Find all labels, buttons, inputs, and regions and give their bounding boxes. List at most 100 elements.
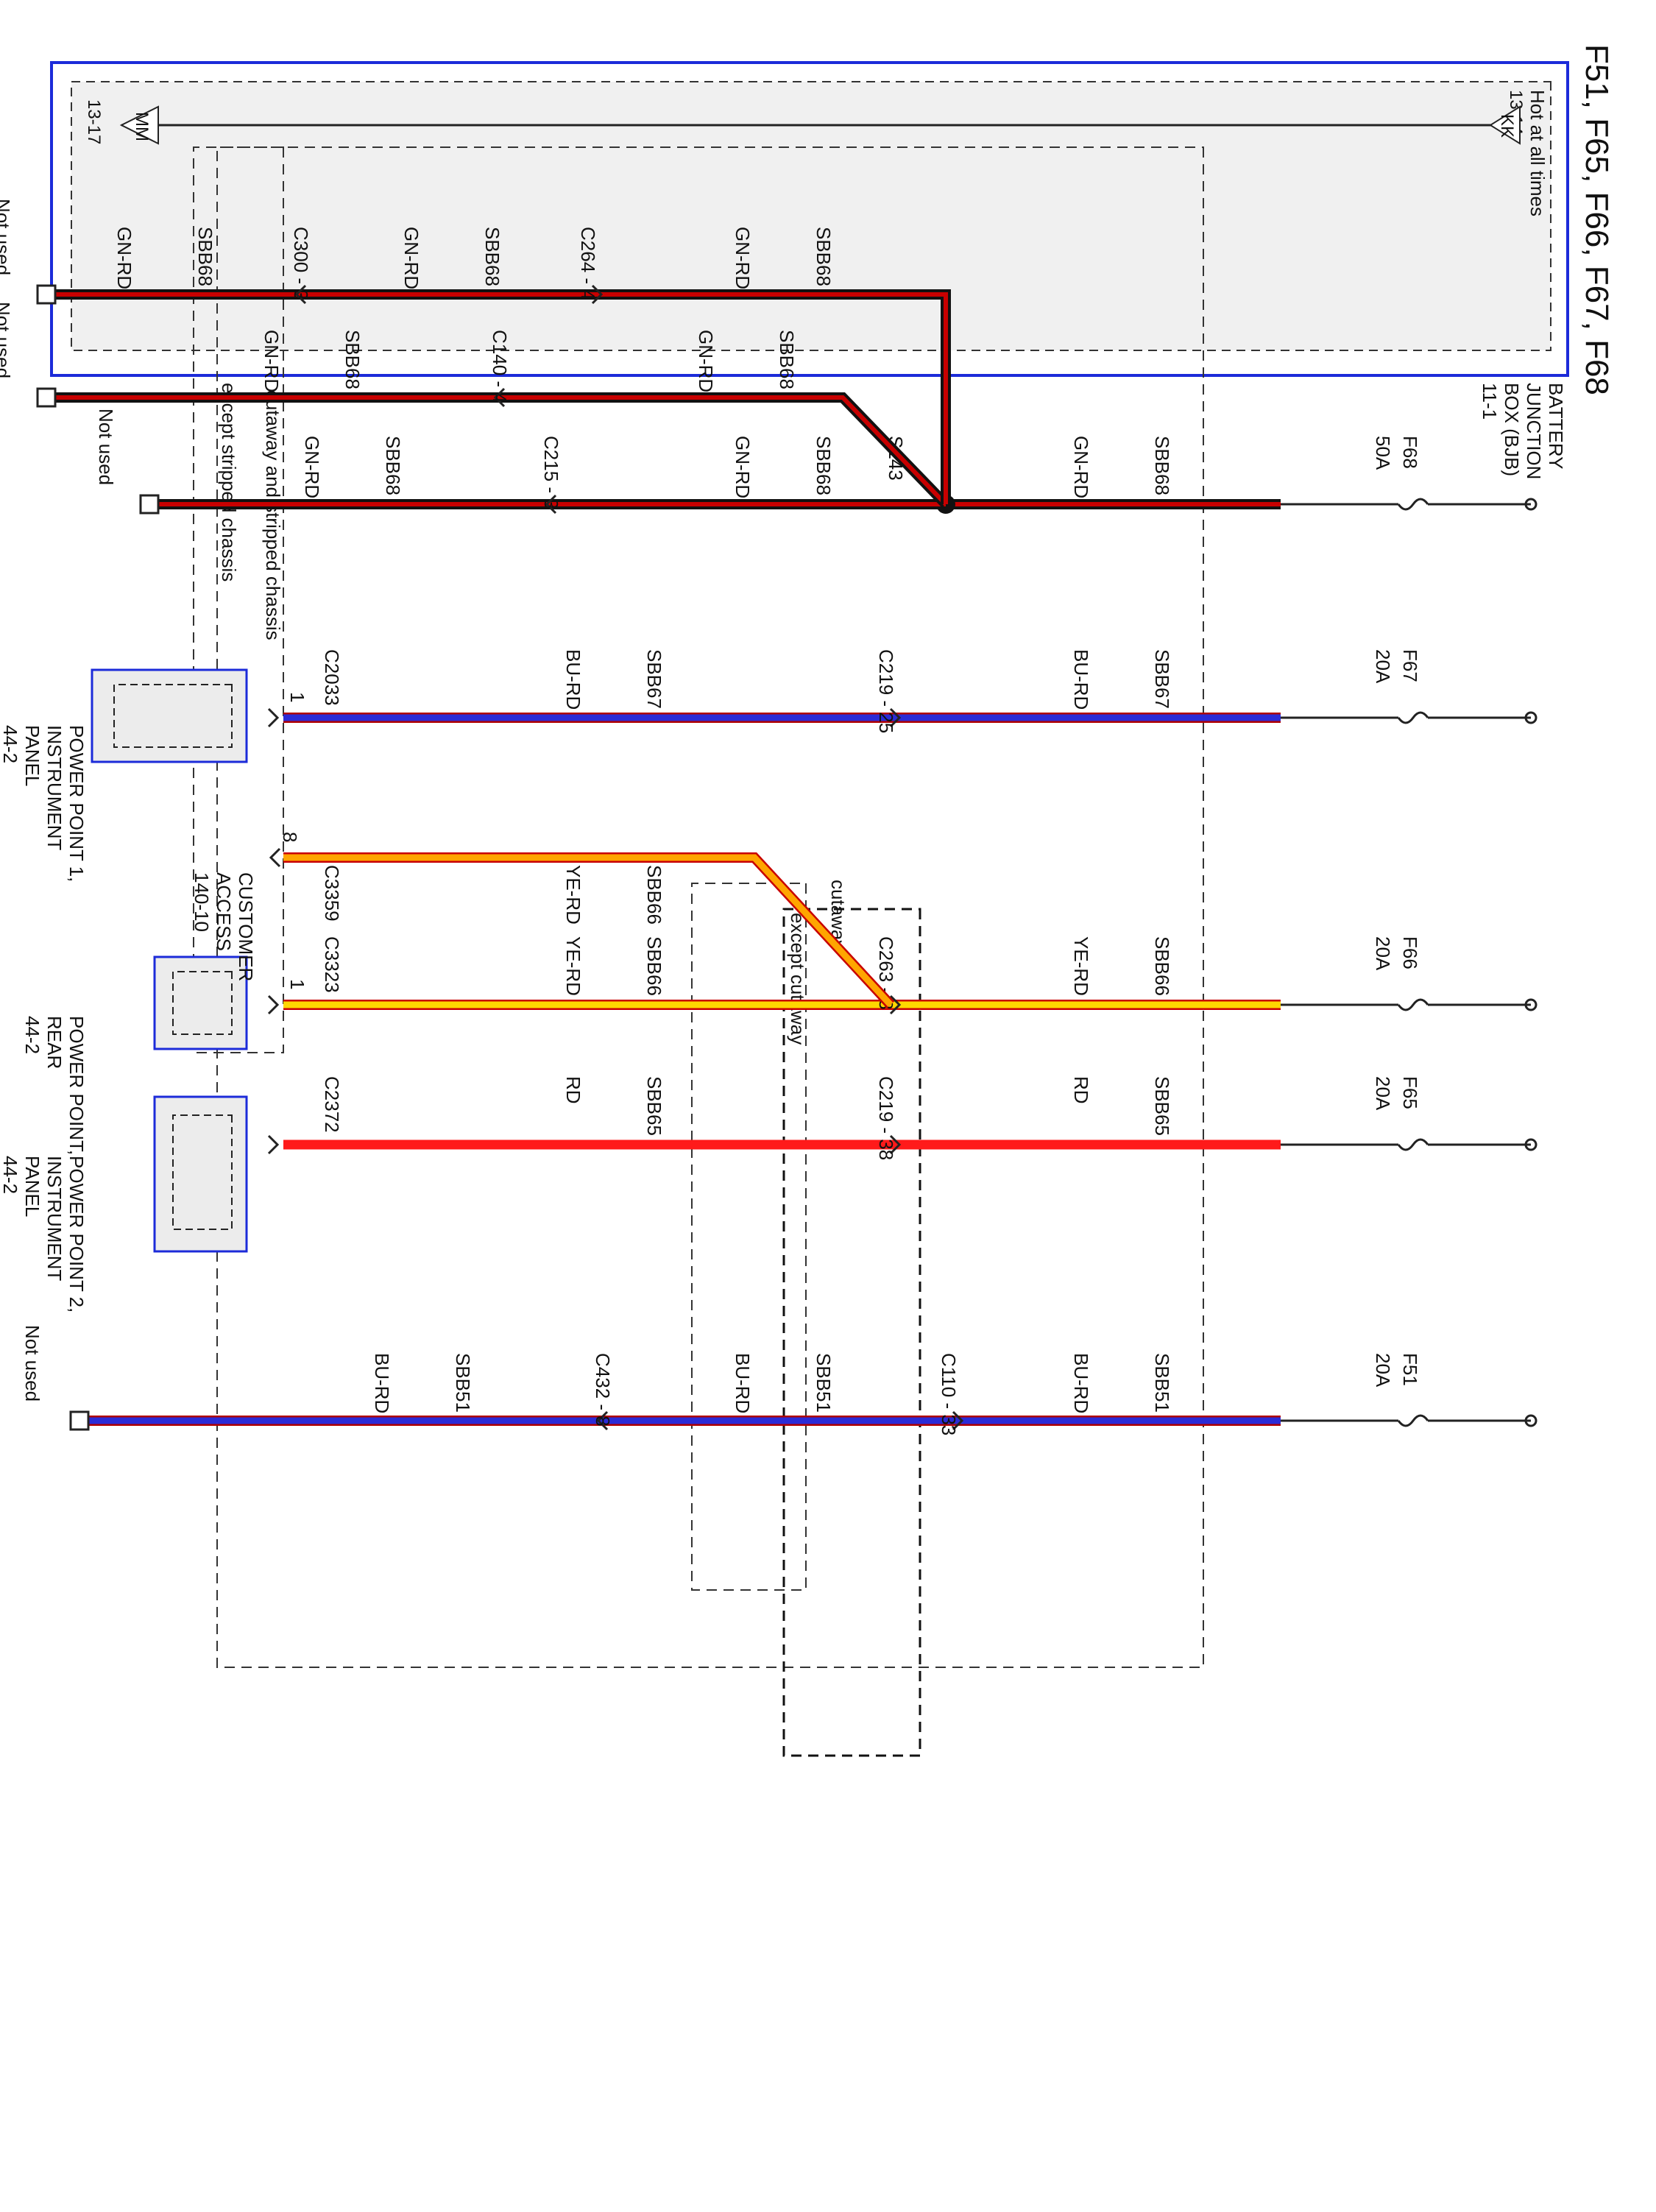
hot-ref-triangle: KK [1489,105,1521,145]
c432-label: C432 - 8 [592,1353,614,1427]
svg-text:SBB68: SBB68 [813,227,835,286]
bjb-outline [50,61,1569,377]
svg-text:MM: MM [132,112,152,141]
svg-text:BU-RD: BU-RD [562,649,584,710]
hot-label: Hot at all times [1526,90,1549,216]
svg-text:SBB68: SBB68 [382,436,404,495]
region-cutaway-stripped-label: cutaway and stripped chassis [262,390,284,640]
fuse-f68-icon [1397,498,1429,511]
c2033-label: C2033 [321,649,343,706]
c2372-label: C2372 [321,1076,343,1133]
svg-text:SBB67: SBB67 [643,649,665,709]
c300-connector-icon [294,284,307,305]
region-except-stripped-label: except stripped chassis [218,383,240,582]
svg-text:GN-RD: GN-RD [400,227,422,289]
c215-label: C215 - 3 [540,436,562,509]
fuse-f67-icon [1397,711,1429,724]
c264-connector-icon [591,284,604,305]
svg-text:REAR: REAR [43,1016,66,1069]
svg-text:SBB66: SBB66 [643,865,665,925]
column-f65: F65 20A SBB65 RD C219 - 38 SBB65 RD C237… [0,1076,1538,1312]
fuse-f68-amps: 50A [1372,436,1394,470]
svg-text:Not used: Not used [0,199,14,275]
svg-text:SBB68: SBB68 [342,330,364,389]
fuse-f51-icon [1397,1414,1429,1427]
svg-text:YE-RD: YE-RD [562,865,584,925]
bjb-interior [71,81,1551,351]
fuse-f68-id: F68 [1399,436,1421,469]
power-point-2-box [153,1095,248,1253]
c432-connector-icon [596,1410,609,1431]
svg-text:INSTRUMENT: INSTRUMENT [43,1156,66,1282]
c300-label: C300 - 3 [290,227,312,300]
svg-text:SBB65: SBB65 [1151,1076,1173,1136]
fuse-f51-id: F51 [1399,1353,1421,1386]
c215-connector-icon [545,494,557,515]
svg-text:1: 1 [286,692,308,702]
svg-text:SBB68: SBB68 [813,436,835,495]
fuse-f65-amps: 20A [1372,1076,1394,1111]
svg-text:GN-RD: GN-RD [113,227,135,289]
svg-text:SBB68: SBB68 [194,227,216,286]
fuse-f67-id: F67 [1399,649,1421,682]
region-cutaway [691,883,807,1591]
c219-38-label: C219 - 38 [875,1076,897,1160]
fuse-f65-id: F65 [1399,1076,1421,1109]
ground-ref-triangle: MM [119,105,159,145]
svg-text:GN-RD: GN-RD [695,330,717,392]
c264-label: C264 - 4 [577,227,599,300]
svg-text:BOX (BJB): BOX (BJB) [1501,383,1523,476]
region-cutaway-stripped [193,146,284,1053]
not-used-label: Not used [21,1325,43,1402]
c3359-label: C3359 [321,865,343,922]
svg-text:SBB51: SBB51 [813,1353,835,1413]
c219-25-label: C219 - 25 [875,649,897,733]
svg-text:YE-RD: YE-RD [1070,936,1092,996]
svg-text:44-2: 44-2 [0,725,21,763]
svg-text:JUNCTION: JUNCTION [1523,383,1545,479]
c3323-label: C3323 [321,936,343,993]
svg-text:Not used: Not used [95,409,117,485]
svg-text:11-1: 11-1 [1479,383,1501,420]
column-f51: F51 20A SBB51 BU-RD C110 - 33 SBB51 BU-R… [21,1325,1538,1435]
svg-text:ACCESS: ACCESS [213,872,235,951]
svg-text:POWER POINT 2,: POWER POINT 2, [66,1156,88,1312]
svg-text:POWER POINT 1,: POWER POINT 1, [66,725,88,882]
svg-text:SBB51: SBB51 [1151,1353,1173,1413]
svg-text:SBB67: SBB67 [1151,649,1173,709]
svg-text:Not used: Not used [0,302,14,378]
svg-text:BU-RD: BU-RD [1070,649,1092,710]
svg-text:GN-RD: GN-RD [1070,436,1092,498]
svg-text:INSTRUMENT: INSTRUMENT [43,725,66,851]
svg-text:SBB66: SBB66 [1151,936,1173,996]
svg-text:SBB68: SBB68 [776,330,798,389]
ground-ref: 13-17 [84,99,104,144]
power-point-rear-box [153,955,248,1050]
svg-text:BU-RD: BU-RD [732,1353,754,1413]
fuse-f67-amps: 20A [1372,649,1394,684]
svg-text:44-2: 44-2 [21,1016,43,1054]
fuse-f51-amps: 20A [1372,1353,1394,1388]
fuse-f66-amps: 20A [1372,936,1394,971]
c263-connector-icon [889,994,902,1015]
diagram-title: F51, F65, F66, F67, F68 [1579,44,1615,395]
svg-text:BU-RD: BU-RD [1070,1353,1092,1413]
c219-25-connector-icon [889,707,902,728]
svg-text:SBB68: SBB68 [1151,436,1173,495]
c110-label: C110 - 33 [938,1353,960,1435]
svg-text:RD: RD [562,1076,584,1104]
fuse-f66-icon [1397,998,1429,1011]
c140-connector-icon [493,387,506,408]
column-f66: F66 20A SBB66 YE-RD C263 - 8 SBB66 YE-RD… [21,832,1538,1155]
svg-text:GN-RD: GN-RD [732,436,754,498]
svg-text:KK: KK [1497,114,1517,138]
region-except-cutaway [782,908,921,1757]
not-used-terminal-icon [69,1410,90,1431]
svg-text:SBB65: SBB65 [643,1076,665,1136]
c219-38-connector-icon [889,1134,902,1155]
bjb-label: BATTERY JUNCTION BOX (BJB) 11-1 [1479,383,1567,479]
svg-text:SBB51: SBB51 [452,1353,474,1413]
svg-text:SBB66: SBB66 [643,936,665,996]
svg-text:8: 8 [279,832,301,842]
